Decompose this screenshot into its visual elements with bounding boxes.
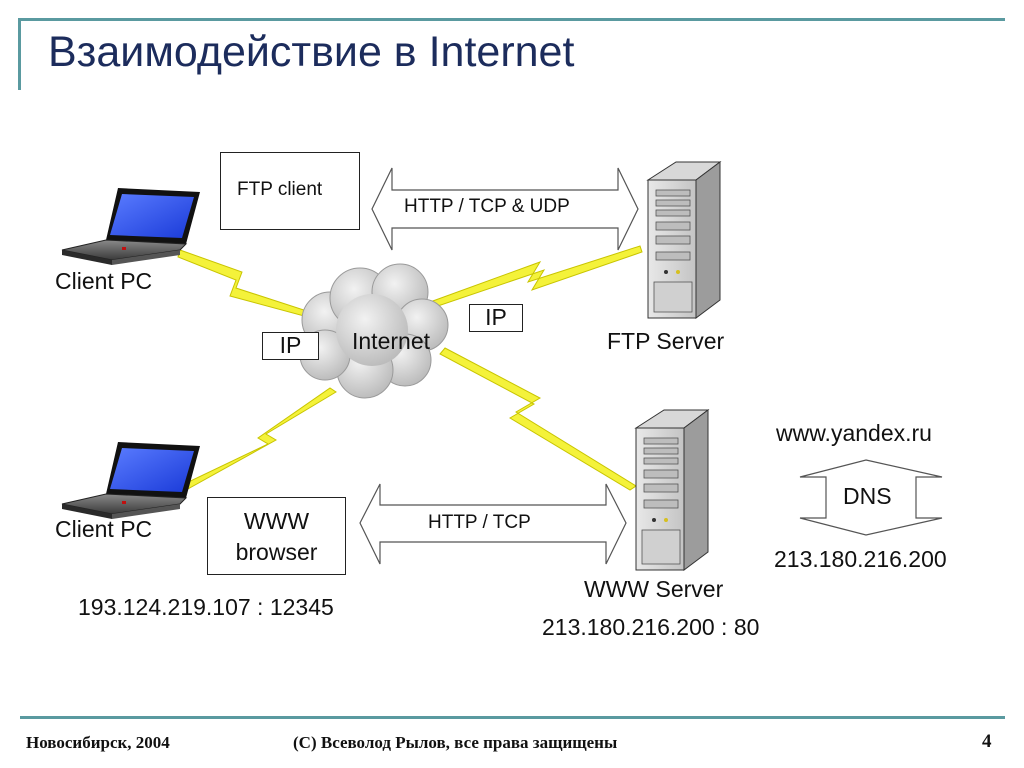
link-bolt-ftp-server [429, 245, 643, 309]
left-rule [18, 18, 21, 90]
top-rule [20, 18, 1005, 21]
link-bolt-client-top [177, 249, 312, 317]
dns-label: DNS [843, 483, 892, 509]
internet-label: Internet [352, 328, 430, 354]
link-bolt-www-server [439, 347, 637, 491]
ftp-client-box: FTP client [220, 152, 360, 230]
arrow-bottom-label: HTTP / TCP [428, 512, 531, 533]
www-browser-line1: WWW [243, 508, 310, 534]
laptop-icon-top [61, 188, 200, 265]
client-pc-top-label: Client PC [55, 268, 153, 294]
page-number: 4 [982, 731, 992, 752]
arrow-http-tcp-udp [371, 167, 639, 251]
arrow-top-label: HTTP / TCP & UDP [404, 196, 570, 217]
internet-cloud [299, 263, 449, 399]
server-icon-ftp [646, 161, 722, 319]
www-browser-box: WWW browser [207, 497, 346, 575]
arrow-http-tcp [359, 483, 627, 565]
arrow-dns [799, 459, 943, 536]
footer-copyright: (C) Всеволод Рылов, все права защищены [293, 733, 618, 752]
laptop-icon-bottom [61, 442, 200, 519]
footer-location: Новосибирск, 2004 [26, 733, 170, 752]
ftp-server-label: FTP Server [607, 328, 725, 354]
www-server-address: 213.180.216.200 : 80 [542, 614, 760, 640]
bottom-rule [20, 716, 1005, 719]
ip-label-right: IP [485, 304, 507, 330]
client-address: 193.124.219.107 : 12345 [78, 594, 334, 620]
yandex-host-label: www.yandex.ru [776, 420, 932, 446]
link-bolt-client-bottom [181, 387, 337, 491]
www-browser-line2: browser [235, 539, 318, 565]
client-pc-bottom-label: Client PC [55, 516, 153, 542]
ftp-client-label: FTP client [237, 179, 323, 200]
ip-label-left: IP [279, 332, 302, 358]
ip-box-left: IP [262, 332, 319, 360]
server-icon-www [634, 409, 710, 571]
ip-box-right: IP [469, 304, 523, 332]
slide-title: Взаимодействие в Internet [48, 28, 575, 76]
www-server-label: WWW Server [584, 576, 724, 602]
dns-ip-label: 213.180.216.200 [774, 546, 947, 572]
